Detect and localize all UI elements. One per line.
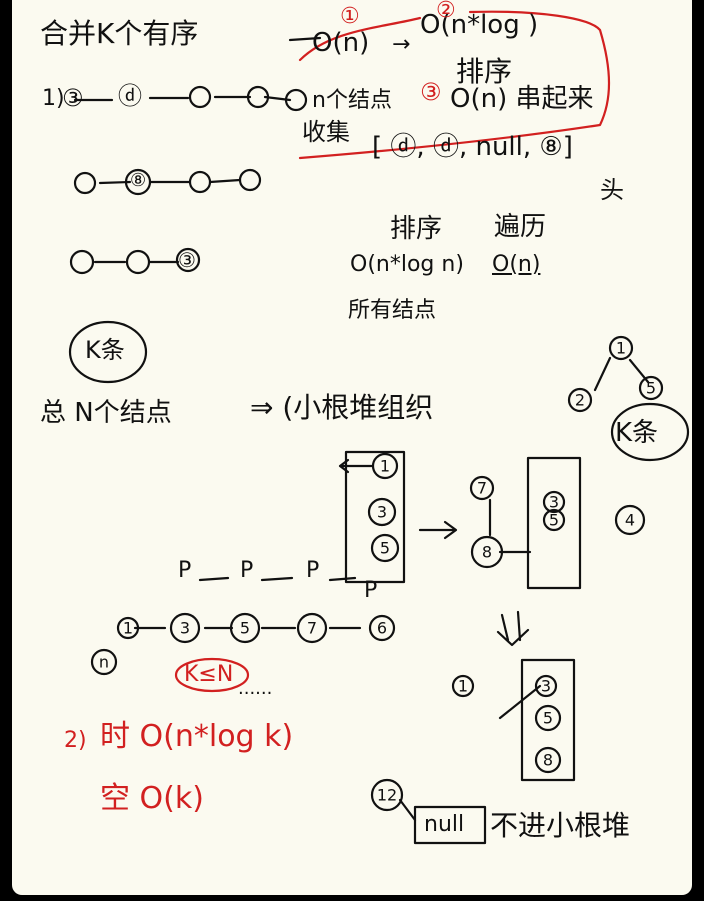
k-right-label: K条 (615, 418, 659, 448)
heap3-node-3: 3 (541, 677, 551, 696)
tree-node-2: 2 (575, 391, 585, 410)
dots-label: ...... (238, 678, 273, 699)
chain1-n2: ⓓ (118, 82, 142, 110)
k-circle (68, 320, 148, 384)
twelve-arrow (398, 798, 417, 822)
space-complexity: 空 O(k) (100, 781, 204, 816)
sort-label: 排序 (456, 55, 513, 88)
heap3-node-5: 5 (543, 709, 553, 728)
heap1-arrow-out (338, 458, 374, 474)
heap3-arrow-out (498, 684, 542, 720)
p-label-1: P (178, 558, 192, 583)
k-le-n-label: K≤N (184, 662, 234, 687)
one-circle: 1 (458, 677, 468, 696)
chain2-n2: ⑧ (130, 170, 147, 191)
method-traverse-complexity: O(n) (492, 252, 541, 277)
heap2-node-3: 3 (549, 493, 559, 512)
heap-transition-arrow (418, 520, 458, 540)
red-circle-2: ② (436, 0, 456, 23)
method-complexity: O(n*log n) (350, 252, 464, 277)
p-label-4: P (364, 578, 378, 603)
tree-node-5: 5 (646, 379, 656, 398)
page-title: 合并K个有序 (40, 17, 199, 50)
cand-node-7: 7 (477, 479, 487, 498)
method-traverse-label: 遍历 (494, 212, 547, 242)
red-circle-1: ① (340, 4, 360, 29)
heap1-node-1: 1 (380, 457, 390, 476)
all-nodes-label: 所有结点 (348, 298, 437, 323)
method-sort-label: 排序 (390, 214, 443, 244)
n-nodes-label: n个结点 (312, 88, 392, 113)
top-arrow: → (392, 32, 411, 57)
chain1-arrow (73, 95, 292, 102)
bottom-node-6: 6 (377, 619, 387, 638)
red-circle-3: ③ (420, 78, 442, 106)
heap-box-3 (520, 658, 576, 782)
k-label: K条 (85, 336, 125, 364)
bottom-node-1: 1 (123, 619, 133, 638)
p-label-2: P (240, 558, 254, 583)
twelve-circle: 12 (377, 786, 397, 805)
arrow-onlog (288, 36, 322, 42)
no-heap-label: 不进小根堆 (490, 809, 631, 842)
heap3-node-8: 8 (543, 751, 553, 770)
collect-label: 收集 (302, 118, 350, 146)
chain3-n3: ③ (178, 248, 196, 272)
tree-node-1: 1 (616, 339, 626, 358)
bottom-node-3: 3 (180, 619, 190, 638)
bottom-node-7: 7 (307, 619, 317, 638)
time-complexity: 时 O(n*log k) (100, 719, 294, 754)
total-nodes-label: 总 N个结点 (40, 398, 172, 428)
heap-box-1 (344, 450, 406, 584)
p-label-3: P (306, 558, 320, 583)
heap1-node-3: 3 (377, 503, 387, 522)
onlog-complexity: O(n*log ) (420, 10, 539, 40)
chain1-n1: ③ (62, 84, 84, 112)
n-circle-text: n (99, 653, 109, 672)
down-arrow (496, 610, 530, 647)
heap2-node-5: 5 (549, 511, 559, 530)
on-chain-label: O(n) 串起来 (450, 84, 594, 114)
four-circle: 4 (625, 511, 635, 530)
null-box (413, 805, 487, 845)
result-step-2: 2) (64, 728, 87, 753)
collect-array: [ ⓓ, ⓓ, null, ⑧] (372, 132, 573, 162)
cand-node-8: 8 (482, 543, 492, 562)
on-complexity: O(n) (312, 28, 370, 58)
p-arrows (198, 576, 357, 582)
step-1-label: 1) (42, 86, 65, 111)
null-box-label: null (424, 812, 465, 837)
red-curve-bracket (298, 10, 611, 160)
paper (12, 0, 692, 895)
head-label: 头 (600, 176, 624, 204)
heap-box-2 (526, 456, 582, 590)
k-circle-right (610, 402, 690, 462)
heap1-node-5: 5 (380, 539, 390, 558)
k-le-n-circle (174, 657, 250, 693)
bottom-node-5: 5 (240, 619, 250, 638)
heap-intro-label: ⇒ (小根堆组织 (250, 391, 434, 424)
